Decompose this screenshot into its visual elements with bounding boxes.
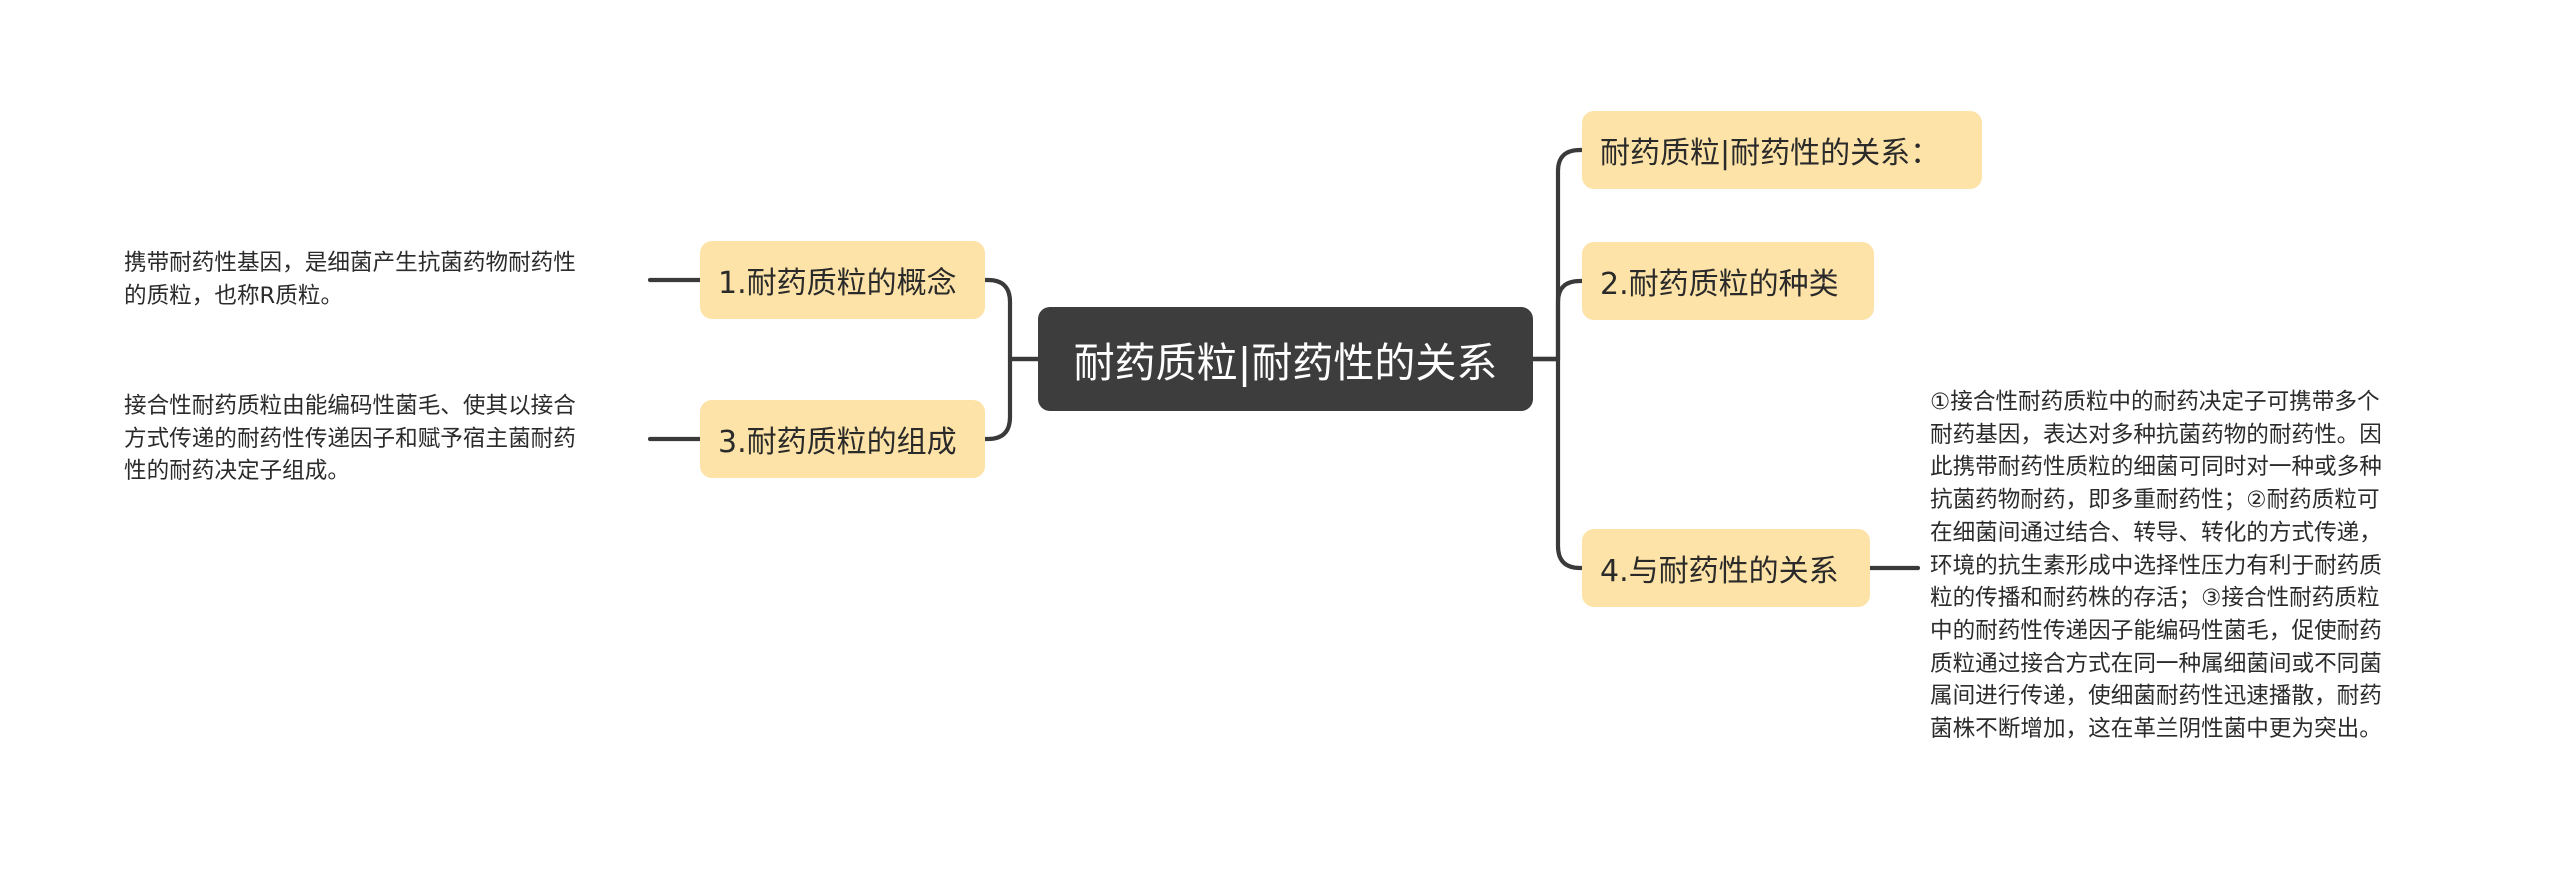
branch-resistance-relation-label: 4.与耐药性的关系 — [1600, 554, 1839, 589]
branch-types-label: 2.耐药质粒的种类 — [1600, 267, 1839, 302]
branch-concept[interactable]: 1.耐药质粒的概念 — [700, 241, 985, 319]
connector-root-to-resistance-relation — [1530, 356, 1585, 571]
note-concept: 携带耐药性基因，是细菌产生抗菌药物耐药性 的质粒，也称R质粒。 — [124, 247, 576, 312]
note-resistance-relation-line: 属间进行传递，使细菌耐药性迅速播散，耐药 — [1930, 683, 2382, 710]
note-resistance-relation-line: ①接合性耐药质粒中的耐药决定子可携带多个 — [1930, 389, 2380, 415]
note-resistance-relation-line: 耐药基因，表达对多种抗菌药物的耐药性。因 — [1930, 421, 2382, 448]
connector-root-to-types — [1530, 278, 1585, 362]
branch-composition[interactable]: 3.耐药质粒的组成 — [700, 400, 985, 478]
note-composition-line: 接合性耐药质粒由能编码性菌毛、使其以接合 — [124, 393, 576, 419]
note-resistance-relation-line: 在细菌间通过结合、转导、转化的方式传递， — [1930, 519, 2382, 546]
branch-relation-heading-label: 耐药质粒|耐药性的关系： — [1600, 136, 1941, 171]
root-topic-label: 耐药质粒|耐药性的关系 — [1073, 339, 1498, 387]
note-resistance-relation-line: 抗菌药物耐药，即多重耐药性；②耐药质粒可 — [1930, 487, 2380, 514]
note-resistance-relation: ①接合性耐药质粒中的耐药决定子可携带多个 耐药基因，表达对多种抗菌药物的耐药性。… — [1930, 386, 2382, 746]
note-resistance-relation-line: 粒的传播和耐药株的存活；③接合性耐药质粒 — [1930, 585, 2380, 612]
note-resistance-relation-line: 环境的抗生素形成中选择性压力有利于耐药质 — [1930, 552, 2382, 579]
note-resistance-relation-line: 中的耐药性传递因子能编码性菌毛，促使耐药 — [1930, 617, 2382, 644]
root-topic[interactable]: 耐药质粒|耐药性的关系 — [1038, 307, 1533, 411]
note-concept-line: 的质粒，也称R质粒。 — [124, 282, 344, 309]
note-resistance-relation-line: 此携带耐药性质粒的细菌可同时对一种或多种 — [1930, 454, 2382, 481]
note-composition: 接合性耐药质粒由能编码性菌毛、使其以接合 方式传递的耐药性传递因子和赋予宿主菌耐… — [124, 390, 576, 488]
note-concept-line: 携带耐药性基因，是细菌产生抗菌药物耐药性 — [124, 250, 576, 276]
note-composition-line: 性的耐药决定子组成。 — [124, 458, 350, 485]
branch-resistance-relation[interactable]: 4.与耐药性的关系 — [1582, 529, 1870, 607]
note-composition-line: 方式传递的耐药性传递因子和赋予宿主菌耐药 — [124, 425, 576, 452]
branch-concept-label: 1.耐药质粒的概念 — [718, 266, 957, 301]
connector-root-to-concept — [982, 277, 1041, 362]
note-resistance-relation-line: 质粒通过接合方式在同一种属细菌间或不同菌 — [1930, 650, 2382, 677]
connector-root-to-relation-heading — [1530, 147, 1585, 362]
branch-composition-label: 3.耐药质粒的组成 — [718, 425, 957, 460]
note-resistance-relation-line: 菌株不断增加，这在革兰阴性菌中更为突出。 — [1930, 716, 2382, 743]
branch-relation-heading[interactable]: 耐药质粒|耐药性的关系： — [1582, 111, 1982, 189]
connector-root-to-composition — [982, 356, 1041, 442]
branch-types[interactable]: 2.耐药质粒的种类 — [1582, 242, 1874, 320]
